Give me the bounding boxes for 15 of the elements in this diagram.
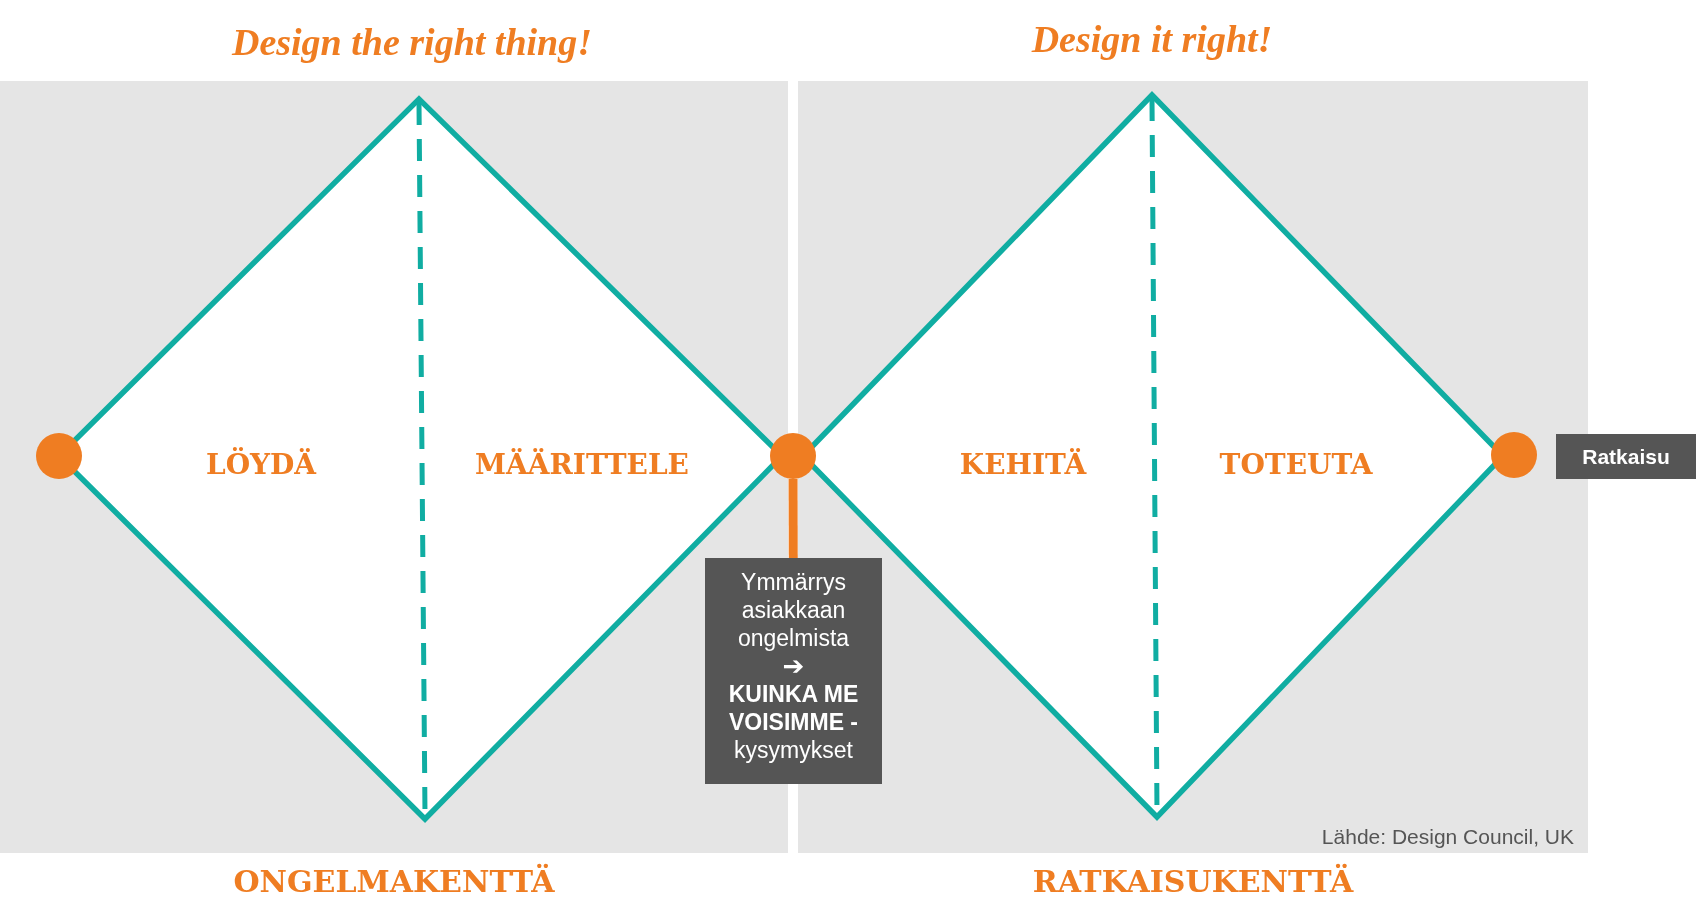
phase-label: MÄÄRITTELE (475, 449, 689, 481)
callout-text: Ymmärrys asiakkaan ongelmista (736, 568, 851, 652)
section-heading: Design it right! (1031, 19, 1273, 61)
arrow-sign: ➔ (781, 652, 806, 680)
connector-line (788, 479, 798, 558)
result-tag: Ratkaisu (1556, 434, 1696, 479)
source-note: Lähde: Design Council, UK (1321, 825, 1574, 849)
section-heading: Design the right thing! (231, 22, 593, 64)
phase-label: LÖYDÄ (205, 449, 317, 481)
section-caption: RATKAISUKENTTÄ (1032, 864, 1354, 898)
callout-text: KUINKA ME VOISIMME - kysymykset (727, 680, 860, 764)
phase-label: TOTEUTA (1219, 449, 1373, 481)
phase-label: KEHITÄ (959, 449, 1087, 481)
section-caption: ONGELMAKENTTÄ (233, 864, 555, 898)
callout-box (705, 558, 882, 784)
